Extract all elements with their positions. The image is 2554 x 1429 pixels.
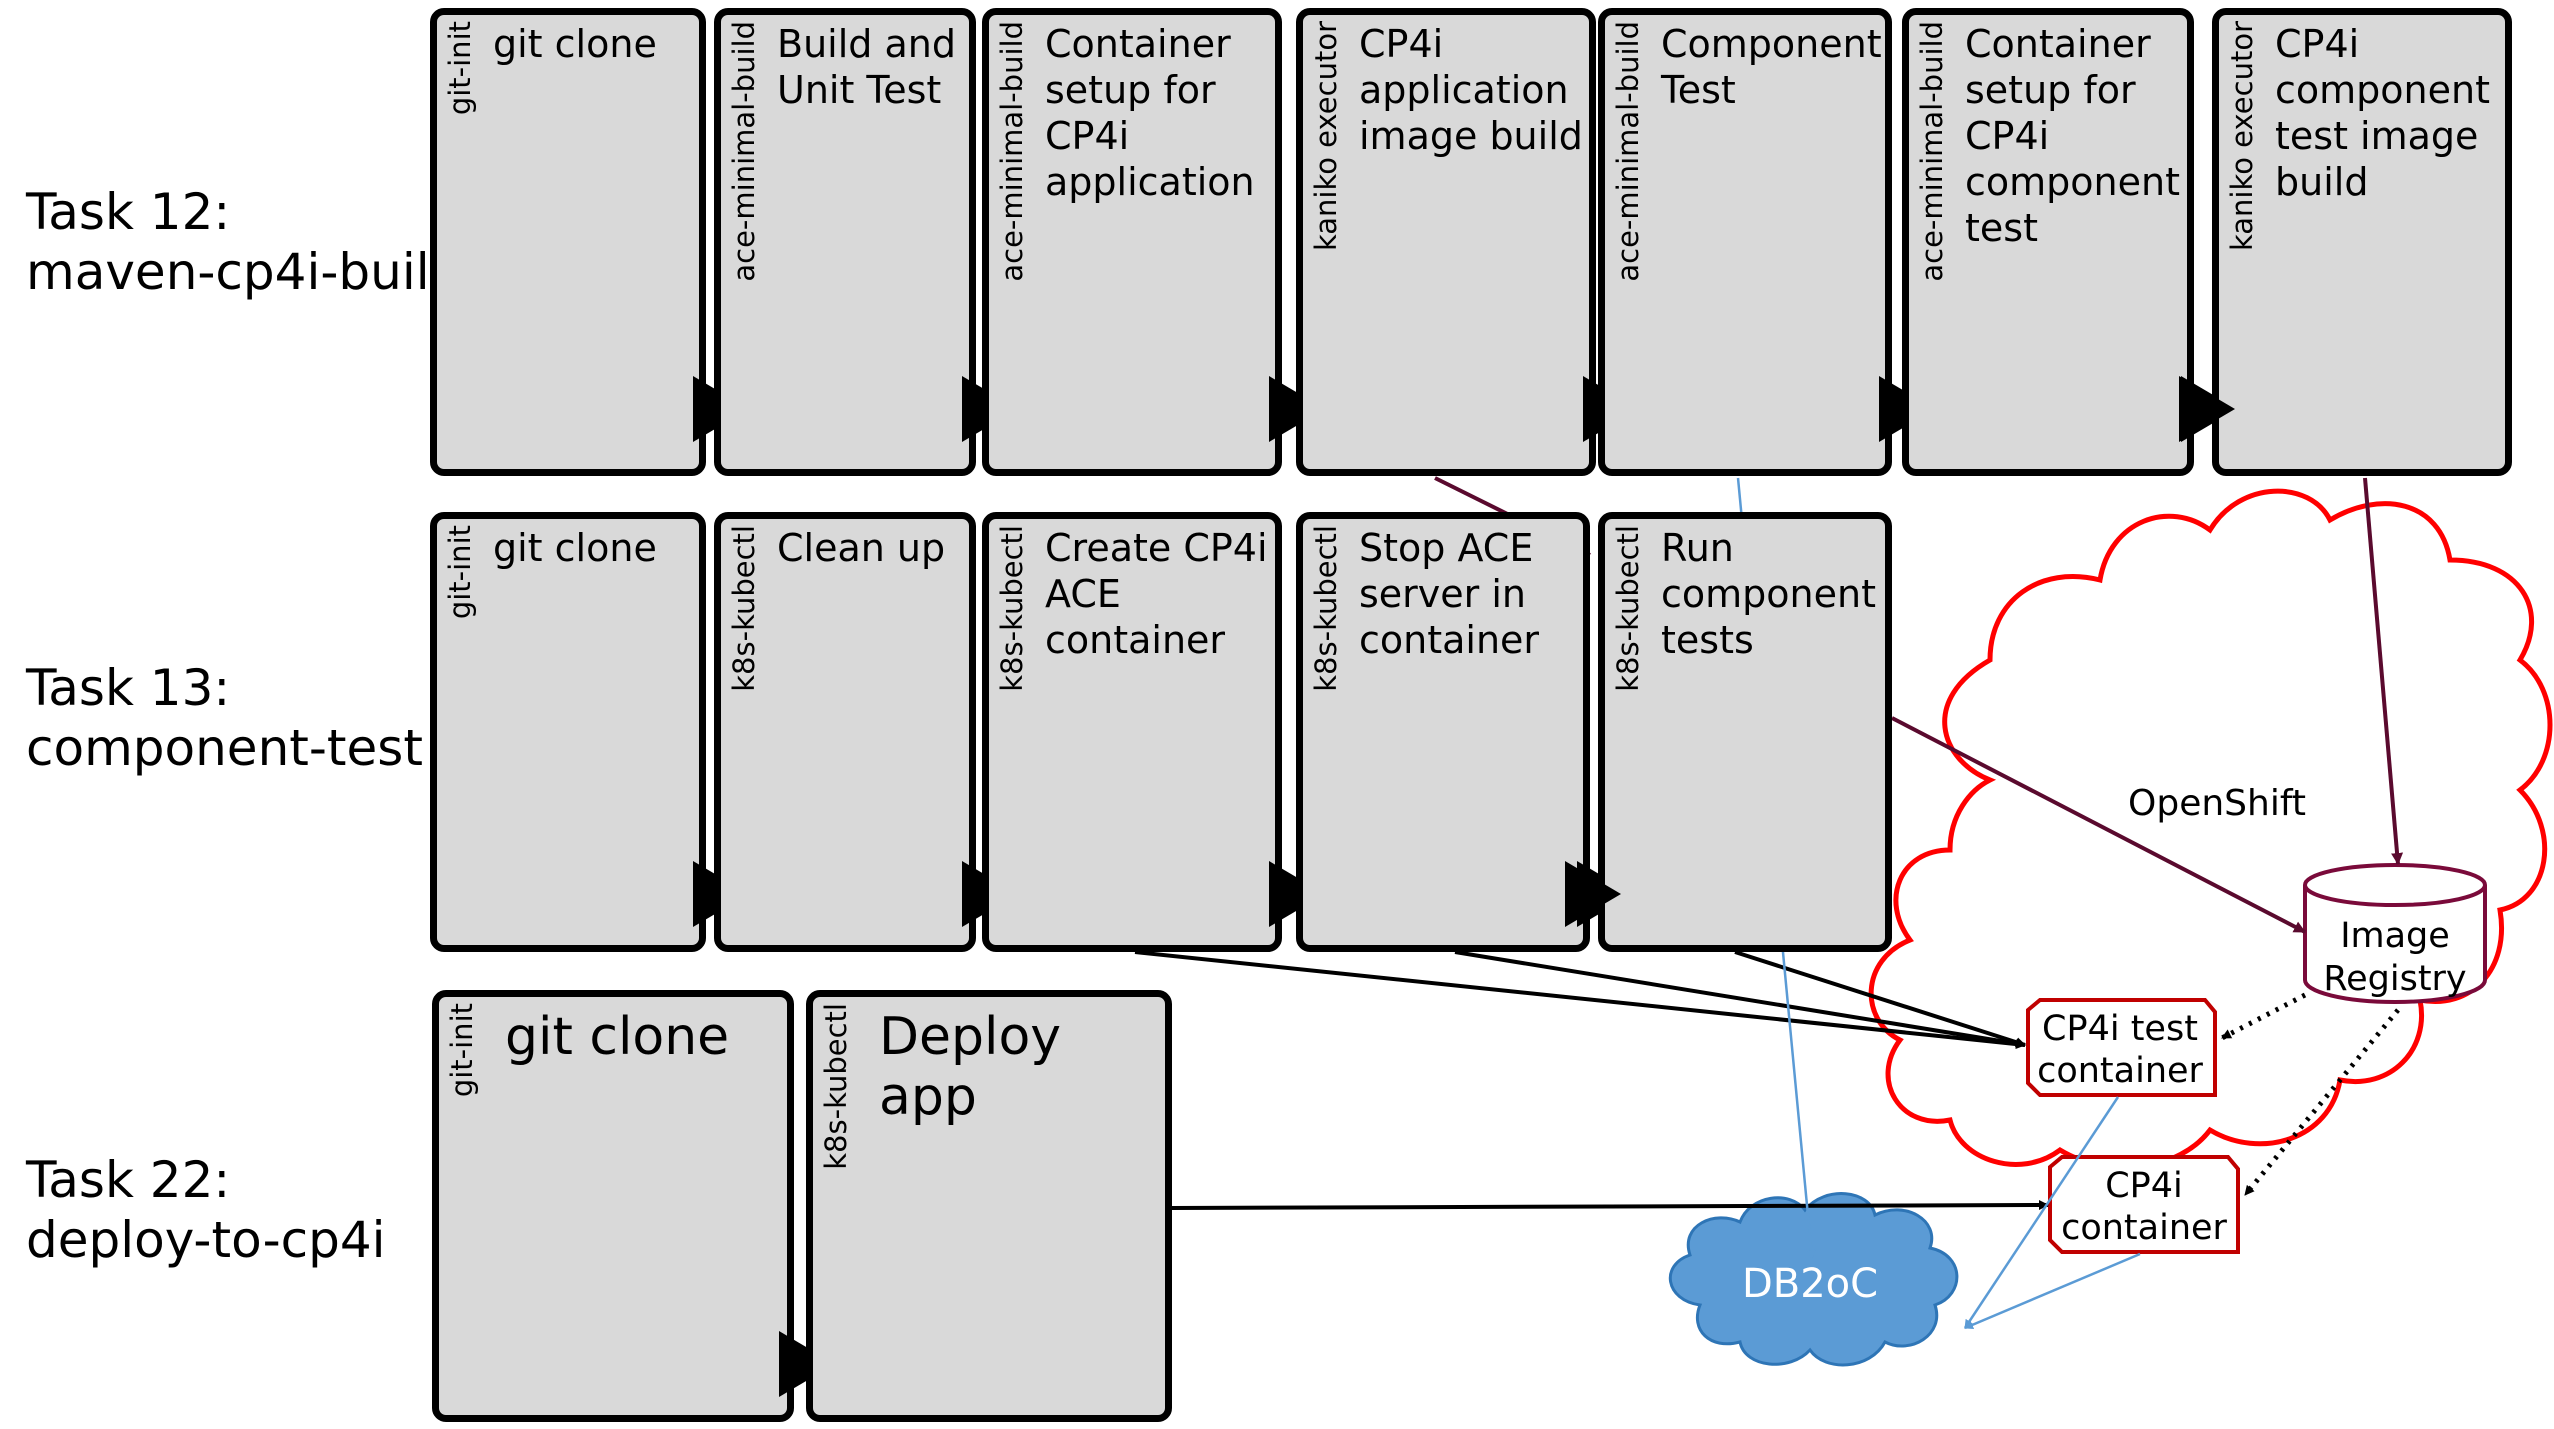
openshift-label: OpenShift	[2128, 783, 2306, 824]
step-title: Clean up	[777, 526, 946, 570]
step-image-label: k8s-kubectl	[819, 1003, 853, 1170]
step-title: Container setup for CP4i application	[1045, 22, 1255, 204]
step-title: Run component tests	[1661, 526, 1876, 662]
step-image-label: git-init	[443, 525, 477, 620]
step-image-label: k8s-kubectl	[995, 525, 1029, 692]
step-image-label: ace-minimal-build	[1915, 21, 1949, 282]
task22-step-deploy-app[interactable]: k8s-kubectl Deploy app	[806, 990, 1172, 1422]
task12-step-component-test[interactable]: ace-minimal-build Component Test	[1598, 8, 1935, 476]
step-title: CP4i component test image build	[2275, 22, 2490, 204]
create-container-arrow	[1134, 950, 2026, 1050]
step-title: git clone	[505, 1007, 730, 1067]
task-12-name: maven-cp4i-build	[26, 243, 462, 301]
step-image-label: ace-minimal-build	[727, 21, 761, 282]
step-image-label: k8s-kubectl	[1611, 525, 1645, 692]
deploy-arrow	[1171, 1200, 2049, 1211]
app-container-label-line2: container	[2061, 1208, 2227, 1248]
task13-step-create-ace-container[interactable]: k8s-kubectl Create CP4i ACE container	[982, 512, 1325, 952]
step-image-label: k8s-kubectl	[1309, 525, 1343, 692]
app-container-label-line1: CP4i	[2105, 1166, 2183, 1206]
registry-to-app-container-arrow	[2243, 1008, 2400, 1197]
step-title: Component Test	[1661, 22, 1882, 112]
step-title: Deploy app	[879, 1007, 1062, 1127]
task12-step-test-image-build[interactable]: kaniko executor CP4i component test imag…	[2179, 8, 2512, 476]
registry-label-line2: Registry	[2323, 959, 2466, 999]
test-container-to-db-link	[1963, 1096, 2120, 1329]
step-title: Build and Unit Test	[777, 22, 956, 112]
component-test-image-push-arrow	[2363, 477, 2404, 865]
cp4i-test-container: CP4i test container	[2026, 998, 2217, 1097]
step-image-label: git-init	[443, 21, 477, 116]
step-image-label: kaniko executor	[2225, 21, 2259, 252]
registry-to-test-container-arrow	[2220, 992, 2307, 1041]
task-13-name: component-test	[26, 719, 423, 777]
step-image-label: git-init	[445, 1003, 479, 1098]
cp4i-container: CP4i container	[2048, 1155, 2240, 1254]
step-title: Stop ACE server in container	[1359, 526, 1540, 662]
play-icon	[2179, 376, 2235, 442]
db2oc-label: DB2oC	[1742, 1261, 1878, 1307]
stop-server-arrow	[1454, 950, 2026, 1049]
step-image-label: ace-minimal-build	[1611, 21, 1645, 282]
step-image-label: k8s-kubectl	[727, 525, 761, 692]
openshift-cloud	[1868, 488, 2553, 1170]
task13-step-git-clone[interactable]: git-init git clone	[430, 512, 749, 952]
task13-step-run-component-tests[interactable]: k8s-kubectl Run component tests	[1565, 512, 1892, 952]
image-registry: Image Registry	[2303, 863, 2487, 1004]
task13-step-stop-ace-server[interactable]: k8s-kubectl Stop ACE server in container	[1296, 512, 1633, 952]
test-container-label-line1: CP4i test	[2042, 1009, 2198, 1049]
step-title: git clone	[493, 526, 657, 570]
step-title: git clone	[493, 22, 657, 66]
app-container-to-db-link	[1964, 1252, 2141, 1330]
play-icon	[1565, 861, 1621, 927]
app-image-push-arrow	[1891, 716, 2306, 934]
task-22-number: Task 22:	[26, 1151, 231, 1209]
task12-step-build-unit-test[interactable]: ace-minimal-build Build and Unit Test	[714, 8, 1018, 476]
task-12-number: Task 12:	[26, 183, 231, 241]
task13-step-clean-up[interactable]: k8s-kubectl Clean up	[714, 512, 1018, 952]
task12-step-container-setup-test[interactable]: ace-minimal-build Container setup for CP…	[1902, 8, 2237, 476]
task-13-number: Task 13:	[26, 659, 231, 717]
step-title: Container setup for CP4i component test	[1965, 22, 2180, 250]
registry-label-line1: Image	[2340, 916, 2450, 956]
task12-step-container-setup-app[interactable]: ace-minimal-build Container setup for CP…	[982, 8, 1325, 476]
test-container-label-line2: container	[2037, 1051, 2203, 1091]
step-title: Create CP4i ACE container	[1045, 526, 1268, 662]
task-22-name: deploy-to-cp4i	[26, 1211, 386, 1269]
task12-step-git-clone[interactable]: git-init git clone	[430, 8, 749, 476]
task-12-label: Task 12: maven-cp4i-build	[26, 182, 461, 302]
step-image-label: ace-minimal-build	[995, 21, 1029, 282]
task22-step-git-clone[interactable]: git-init git clone	[432, 990, 835, 1422]
step-title: CP4i application image build	[1359, 22, 1583, 158]
task12-step-app-image-build[interactable]: kaniko executor CP4i application image b…	[1296, 8, 1639, 476]
task-22-label: Task 22: deploy-to-cp4i	[26, 1150, 386, 1270]
db2oc-database: DB2oC	[1668, 1192, 1959, 1367]
task-13-label: Task 13: component-test	[26, 658, 423, 778]
step-image-label: kaniko executor	[1309, 21, 1343, 252]
